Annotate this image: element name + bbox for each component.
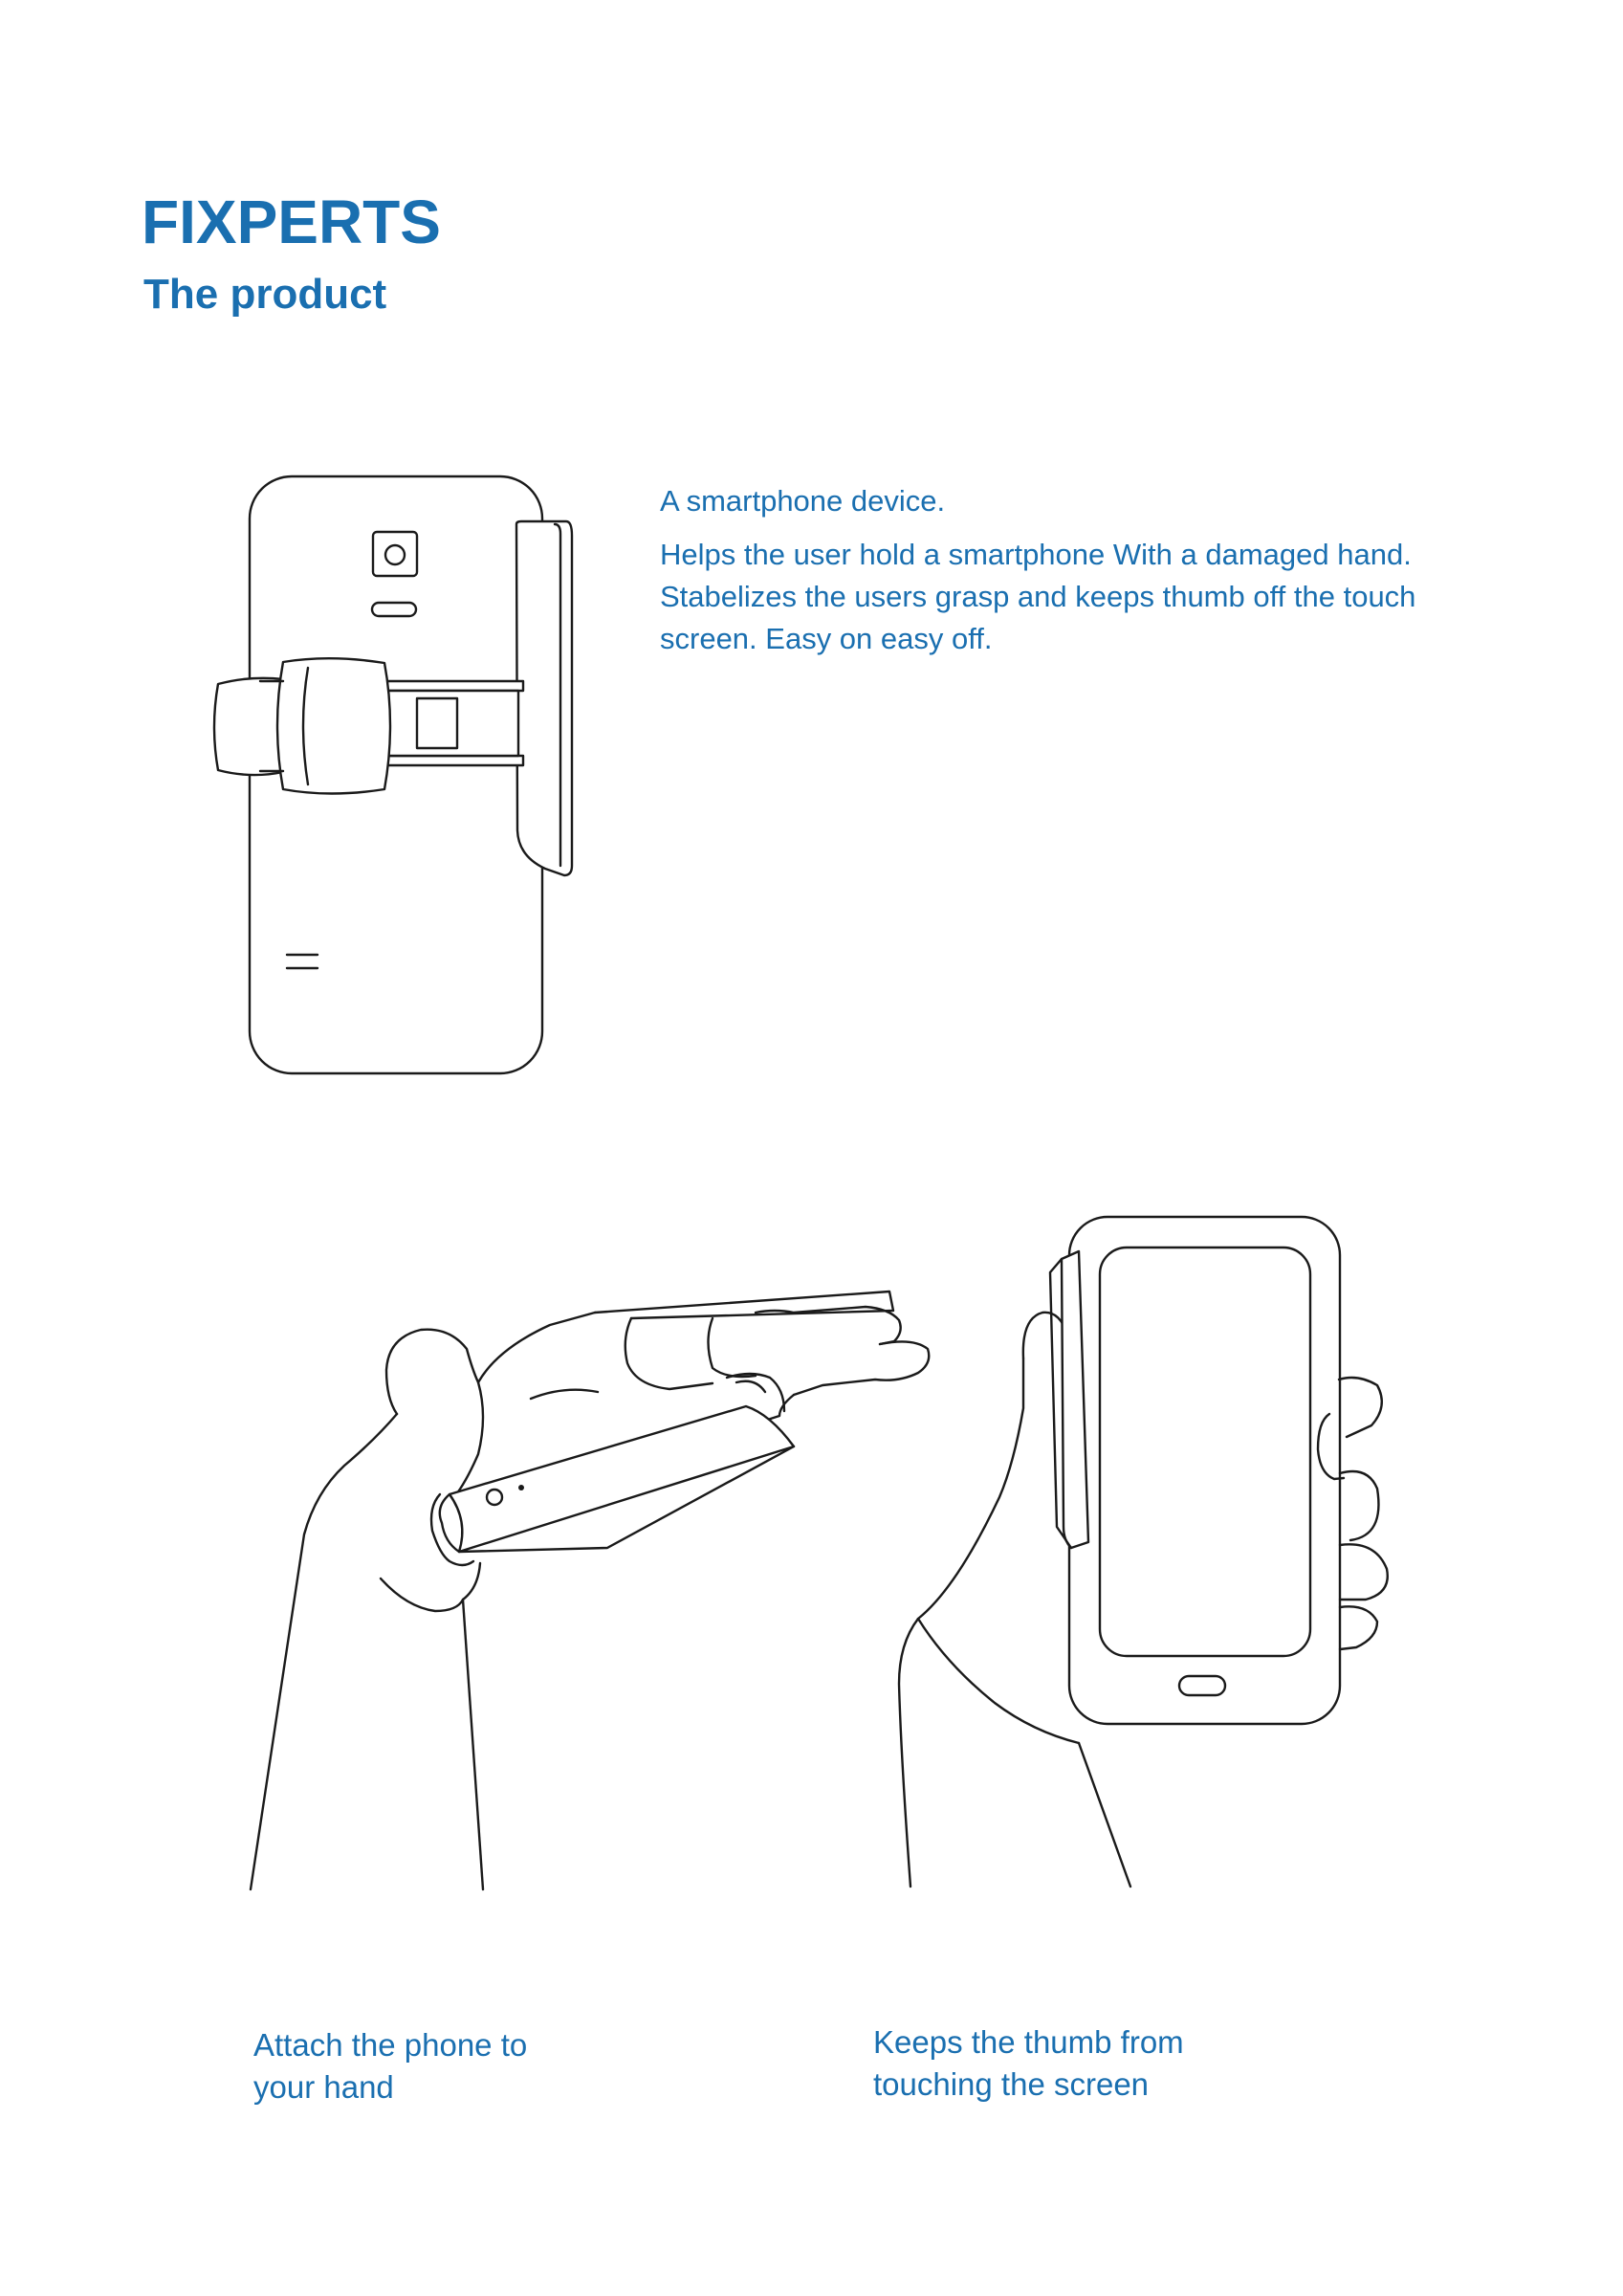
forearm bbox=[897, 1357, 1132, 1888]
description-line-4: screen. Easy on easy off. bbox=[660, 622, 993, 655]
product-description: A smartphone device. Helps the user hold… bbox=[660, 480, 1521, 660]
side-clip bbox=[515, 519, 574, 877]
side-grip bbox=[1048, 1249, 1090, 1550]
caption-attach-line-1: Attach the phone to bbox=[253, 2027, 528, 2063]
caption-attach: Attach the phone to your hand bbox=[253, 2024, 655, 2108]
description-line-2: Helps the user hold a smartphone With a … bbox=[660, 538, 1412, 571]
hand-palm bbox=[379, 1311, 600, 1613]
description-line-1: A smartphone device. bbox=[660, 484, 946, 518]
phone-side-view bbox=[438, 1404, 796, 1554]
fingers-right bbox=[1316, 1376, 1389, 1651]
page-subtitle: The product bbox=[143, 271, 387, 318]
page-title: FIXPERTS bbox=[142, 188, 441, 256]
caption-thumb: Keeps the thumb from touching the screen bbox=[873, 2021, 1275, 2106]
fingers bbox=[593, 1290, 931, 1425]
finger-ring-arm bbox=[385, 679, 525, 767]
phone-front-view bbox=[1067, 1215, 1342, 1726]
arm-and-wrist bbox=[249, 1412, 485, 1891]
finger-ring bbox=[212, 657, 392, 795]
caption-thumb-line-2: touching the screen bbox=[873, 2066, 1150, 2102]
caption-thumb-line-1: Keeps the thumb from bbox=[873, 2024, 1184, 2060]
description-line-3: Stabelizes the users grasp and keeps thu… bbox=[660, 580, 1416, 613]
caption-attach-line-2: your hand bbox=[253, 2069, 394, 2105]
